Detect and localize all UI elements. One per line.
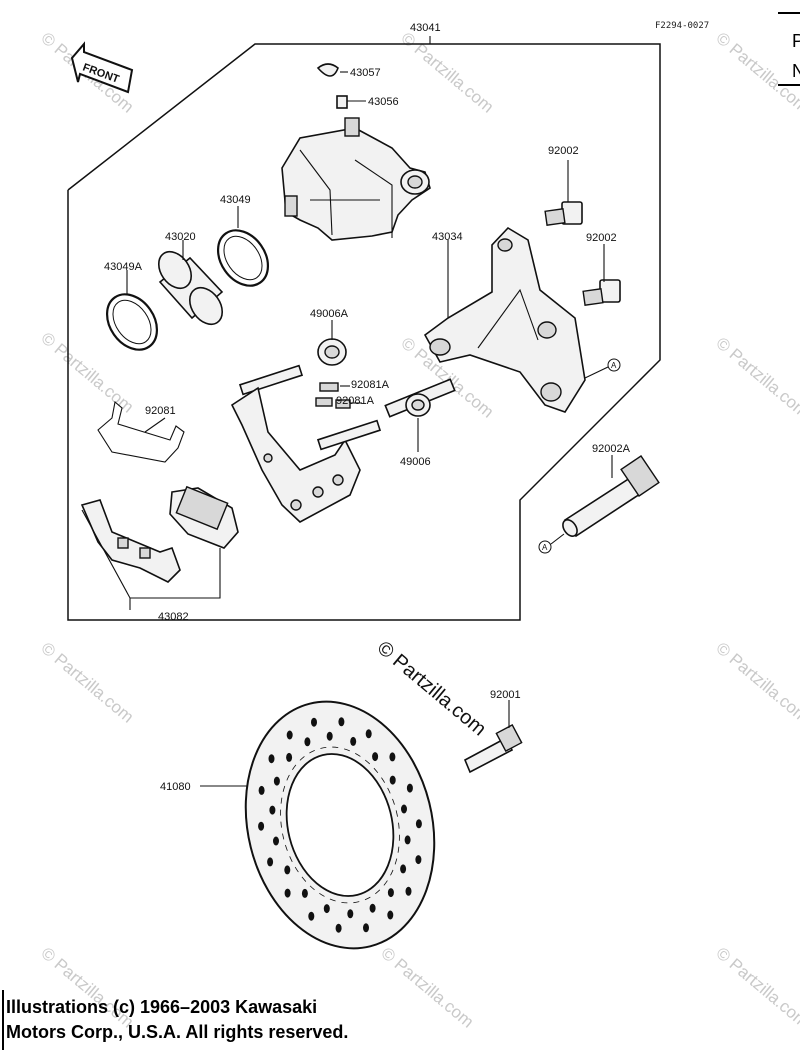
disc-hole <box>389 775 396 785</box>
disc-hole <box>406 783 413 793</box>
disc-hole <box>405 886 412 896</box>
brake-pad-icon <box>80 485 239 583</box>
disc-hole <box>284 865 291 875</box>
part-label-43082: 43082 <box>158 611 189 623</box>
corner-rule <box>778 12 800 14</box>
copyright-notice: Illustrations (c) 1966–2003 Kawasaki Mot… <box>6 995 426 1045</box>
disc-hole <box>347 909 354 919</box>
piston-icon <box>157 250 224 326</box>
disc-hole <box>338 717 345 727</box>
part-label-49006A: 49006A <box>310 308 349 320</box>
disc-hole <box>268 754 275 764</box>
part-label-43020: 43020 <box>165 231 196 243</box>
part-label-41080: 41080 <box>160 781 191 793</box>
seal-icon <box>216 229 270 287</box>
watermark-main: © Partzilla.com <box>373 637 490 740</box>
disc-hole <box>267 857 274 867</box>
reference-marker: A <box>611 361 617 370</box>
caliper-holder-icon <box>230 364 382 523</box>
corner-letter: N <box>792 61 800 81</box>
disc-hole <box>308 911 315 921</box>
part-label-92002A: 92002A <box>592 443 631 455</box>
part-label-43049: 43049 <box>220 194 251 206</box>
reference-code: F2294-0027 <box>655 21 709 31</box>
disc-hole <box>401 804 407 814</box>
disc-hole <box>301 888 308 898</box>
watermark-text: © Partzilla.com <box>712 944 800 1032</box>
part-label-43056: 43056 <box>368 96 399 108</box>
watermark-text: © Partzilla.com <box>712 334 800 422</box>
disc-hole <box>335 923 342 933</box>
disc-hole <box>269 805 276 815</box>
part-label-43049A: 43049A <box>104 261 143 273</box>
bleed-valve-icon <box>336 95 348 109</box>
brake-disc-icon <box>244 700 436 950</box>
disc-hole <box>258 785 265 795</box>
disc-hole <box>286 730 293 740</box>
clip-icon <box>335 399 351 409</box>
disc-hole <box>326 731 333 741</box>
disc-hole <box>400 864 407 874</box>
disc-hole <box>404 835 411 845</box>
disc-bolt-icon <box>463 723 523 774</box>
copyright-line-1: Illustrations (c) 1966–2003 Kawasaki <box>6 997 318 1017</box>
clip-icon <box>319 382 339 392</box>
clip-icon <box>316 63 339 77</box>
assembly-frame <box>67 43 661 621</box>
watermark-text: © Partzilla.com <box>37 639 137 727</box>
part-label-92002-mid: 92002 <box>586 232 617 244</box>
disc-hole <box>389 752 396 762</box>
bolt-icon <box>582 279 621 306</box>
part-label-92002-top: 92002 <box>548 145 579 157</box>
watermark-text: © Partzilla.com <box>712 639 800 727</box>
reference-marker: A <box>542 543 548 552</box>
corner-text: P N <box>792 26 800 86</box>
part-label-92081A-bot: 92081A <box>336 395 375 407</box>
front-arrow-icon: FRONT <box>70 41 134 94</box>
disc-hole <box>350 736 357 746</box>
reference-marker-icon <box>607 358 621 372</box>
disc-hole <box>415 855 422 865</box>
part-label-92001: 92001 <box>490 689 521 701</box>
part-label-43034: 43034 <box>432 231 463 243</box>
disc-hole <box>273 836 279 846</box>
pin-icon <box>384 378 456 418</box>
disc-hole <box>372 752 379 762</box>
part-label-92081A-top: 92081A <box>351 379 390 391</box>
disc-hole <box>387 888 394 898</box>
seal-icon <box>105 293 159 351</box>
clip-icon <box>315 397 333 407</box>
bracket-icon <box>423 226 586 413</box>
disc-hole <box>304 737 311 747</box>
corner-letter: P <box>792 31 800 51</box>
caliper-body-icon <box>281 117 431 241</box>
spring-icon <box>97 400 185 463</box>
watermark-text: © Partzilla.com <box>37 329 137 417</box>
disc-hole <box>273 776 280 786</box>
watermark-text: © Partzilla.com <box>397 29 497 117</box>
part-label-43041: 43041 <box>410 22 441 34</box>
disc-hole <box>286 752 293 762</box>
long-bolt-icon <box>562 455 660 538</box>
copyright-line-2: Motors Corp., U.S.A. All rights reserved… <box>6 1022 349 1042</box>
disc-hole <box>323 904 330 914</box>
boot-icon <box>317 338 347 366</box>
disc-hole <box>311 717 317 727</box>
disc-hole <box>284 888 291 898</box>
disc-hole <box>387 910 394 920</box>
disc-hole <box>363 923 369 933</box>
part-label-43057: 43057 <box>350 67 381 79</box>
watermark-text: © Partzilla.com <box>712 29 800 117</box>
corner-rule <box>778 84 800 86</box>
disc-hole <box>369 903 376 913</box>
disc-hole <box>258 821 265 831</box>
bolt-icon <box>544 201 583 226</box>
disc-hole <box>415 819 422 829</box>
left-rule <box>2 990 4 1050</box>
part-label-49006: 49006 <box>400 456 431 468</box>
part-label-92081: 92081 <box>145 405 176 417</box>
reference-marker-icon <box>538 540 552 554</box>
disc-hole <box>365 729 372 739</box>
